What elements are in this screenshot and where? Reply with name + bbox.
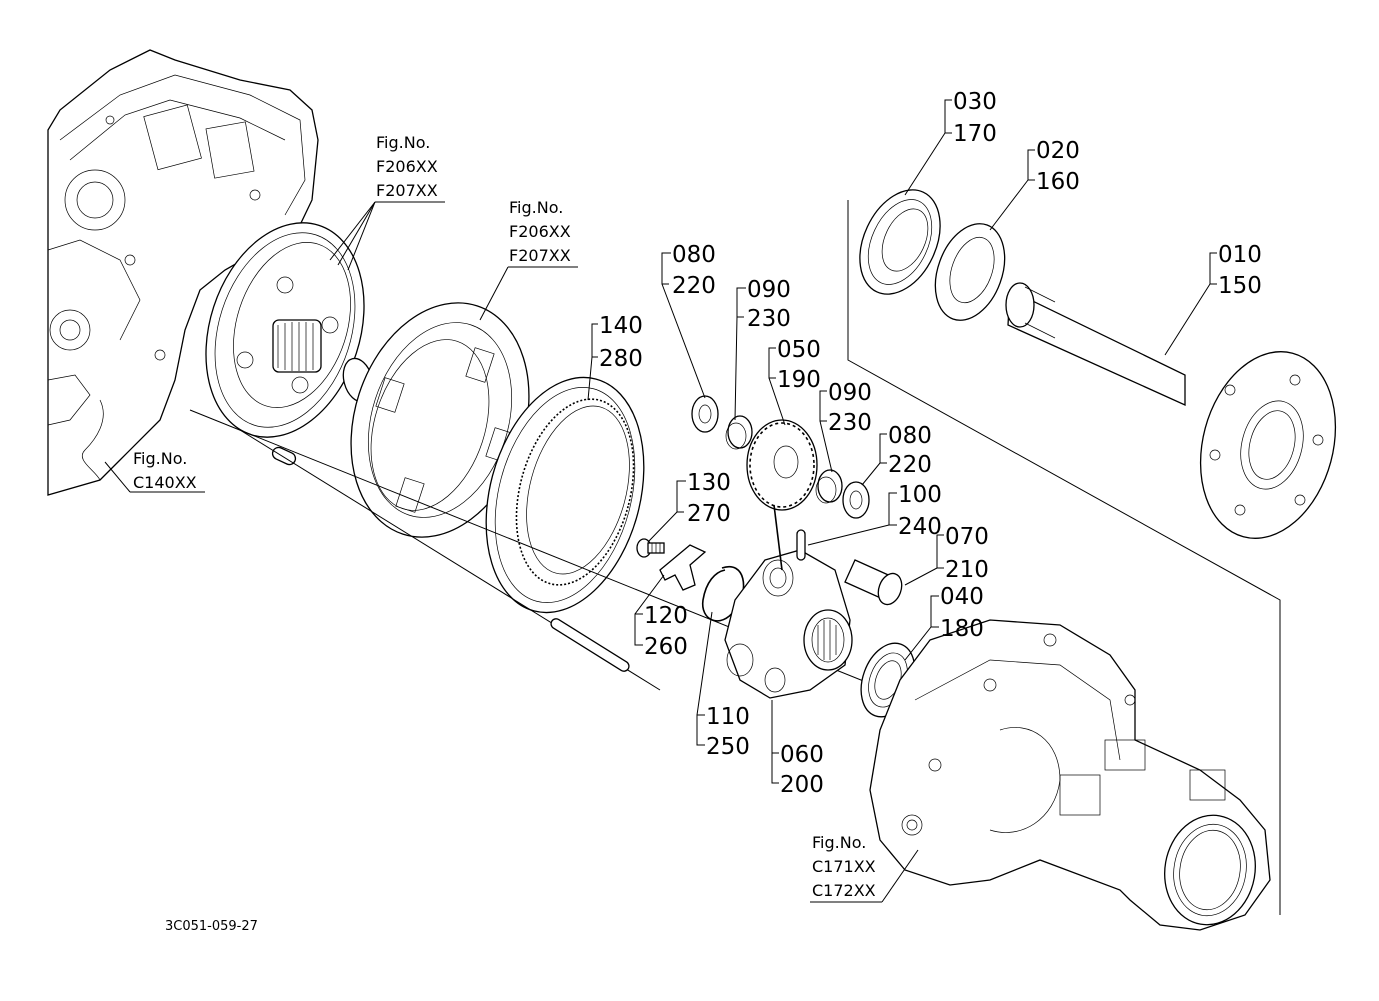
figure-ref-number: F206XX: [376, 157, 438, 176]
brake-drum-assembly: [205, 222, 365, 438]
part-number: 230: [828, 410, 872, 436]
internal-ring-gear: [485, 376, 645, 614]
part-number: 260: [644, 634, 688, 660]
callout-lock-plate[interactable]: 120 260: [644, 603, 688, 660]
part-number: 110: [706, 704, 750, 730]
planet-carrier: [724, 549, 853, 699]
figure-ref-number: F207XX: [509, 246, 571, 265]
callout-planet-carrier[interactable]: 060 200: [780, 742, 824, 798]
part-number: 270: [687, 501, 731, 527]
figure-ref-label: Fig.No.: [812, 833, 866, 852]
needle-bearing-right: [815, 469, 843, 504]
part-number: 180: [940, 616, 984, 642]
part-number: 070: [945, 524, 989, 550]
callout-planet-pin[interactable]: 070 210: [945, 524, 989, 583]
figure-ref-number: C171XX: [812, 857, 876, 876]
axle-housing: [869, 619, 1271, 931]
part-number: 100: [898, 482, 942, 508]
part-number: 150: [1218, 273, 1262, 299]
part-number: 080: [672, 242, 716, 268]
figure-ref-label: Fig.No.: [509, 198, 563, 217]
gear-pin-axis: [773, 504, 783, 571]
figure-ref-label: Fig.No.: [376, 133, 430, 152]
part-number: 010: [1218, 242, 1262, 268]
figure-ref-label: Fig.No.: [133, 449, 187, 468]
figure-ref-number: F206XX: [509, 222, 571, 241]
callout-thrust-washer-left[interactable]: 080 220: [672, 242, 716, 299]
transmission-case: [47, 49, 319, 496]
part-number: 220: [888, 452, 932, 478]
callout-spring-pin[interactable]: 100 240: [898, 482, 942, 540]
part-number: 060: [780, 742, 824, 768]
spring-pin: [796, 529, 806, 561]
ball-bearing-outer: [859, 189, 941, 295]
part-number: 140: [599, 313, 643, 339]
part-number: 170: [953, 121, 997, 147]
part-number: 220: [672, 273, 716, 299]
part-number: 160: [1036, 169, 1080, 195]
callout-needle-bearing-right[interactable]: 090 230: [828, 380, 872, 436]
part-number: 200: [780, 772, 824, 798]
long-pin: [550, 618, 630, 672]
figure-ref-number: F207XX: [376, 181, 438, 200]
lock-plate: [659, 544, 707, 591]
bolt: [636, 538, 665, 558]
part-number: 130: [687, 470, 731, 496]
part-number: 040: [940, 584, 984, 610]
part-number: 210: [945, 557, 989, 583]
callout-oil-seal[interactable]: 020 160: [1036, 138, 1080, 195]
needle-bearing-left: [725, 415, 753, 450]
callout-ball-bearing-inner[interactable]: 040 180: [940, 584, 984, 642]
callout-axle-shaft[interactable]: 010 150: [1218, 242, 1262, 299]
axle-shaft: [1005, 282, 1337, 539]
part-number: 030: [953, 89, 997, 115]
part-number: 190: [777, 367, 821, 393]
figure-ref-f206-1[interactable]: Fig.No. F206XX F207XX: [376, 133, 438, 200]
figure-ref-number: C172XX: [812, 881, 876, 900]
figure-ref-number: C140XX: [133, 473, 197, 492]
callout-needle-bearing-left[interactable]: 090 230: [747, 277, 791, 332]
part-number: 280: [599, 346, 643, 372]
part-number: 080: [888, 423, 932, 449]
shaft-group-bracket: [847, 200, 1281, 915]
drawing-code: 3C051-059-27: [165, 919, 258, 934]
circlip: [702, 565, 745, 622]
part-number: 090: [747, 277, 791, 303]
part-number: 240: [898, 514, 942, 540]
part-number: 090: [828, 380, 872, 406]
thrust-washer-right: [842, 481, 870, 519]
callout-planetary-gear[interactable]: 050 190: [777, 337, 821, 393]
callout-ball-bearing-outer[interactable]: 030 170: [953, 89, 997, 147]
part-number: 120: [644, 603, 688, 629]
planet-pin: [844, 559, 903, 606]
part-number: 050: [777, 337, 821, 363]
thrust-washer-left: [691, 395, 719, 433]
callout-internal-gear[interactable]: 140 280: [599, 313, 643, 372]
figure-ref-f206-2[interactable]: Fig.No. F206XX F207XX: [509, 198, 571, 265]
figure-ref-c171[interactable]: Fig.No. C171XX C172XX: [812, 833, 876, 900]
callout-thrust-washer-right[interactable]: 080 220: [888, 423, 932, 478]
figure-ref-c140[interactable]: Fig.No. C140XX: [133, 449, 197, 492]
leader-lines: [104, 99, 1217, 903]
part-number: 020: [1036, 138, 1080, 164]
callout-circlip[interactable]: 110 250: [706, 704, 750, 760]
planetary-gear: [746, 419, 818, 511]
part-number: 230: [747, 306, 791, 332]
oil-seal: [934, 223, 1006, 321]
callout-bolt[interactable]: 130 270: [687, 470, 731, 527]
part-number: 250: [706, 734, 750, 760]
